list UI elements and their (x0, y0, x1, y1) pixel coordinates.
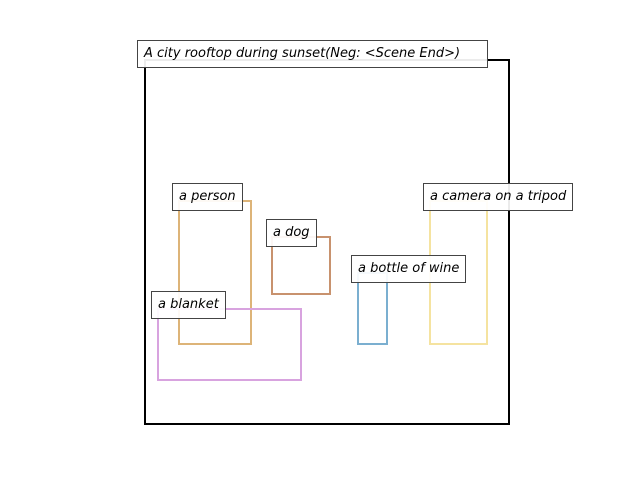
person-label: a person (172, 183, 243, 211)
blanket-bounding-box (157, 308, 302, 381)
dog-label: a dog (266, 219, 317, 247)
camera-tripod-label: a camera on a tripod (423, 183, 574, 211)
blanket-label: a blanket (151, 291, 226, 319)
scene-caption: A city rooftop during sunset(Neg: <Scene… (137, 40, 488, 68)
wine-bottle-label: a bottle of wine (351, 255, 467, 283)
